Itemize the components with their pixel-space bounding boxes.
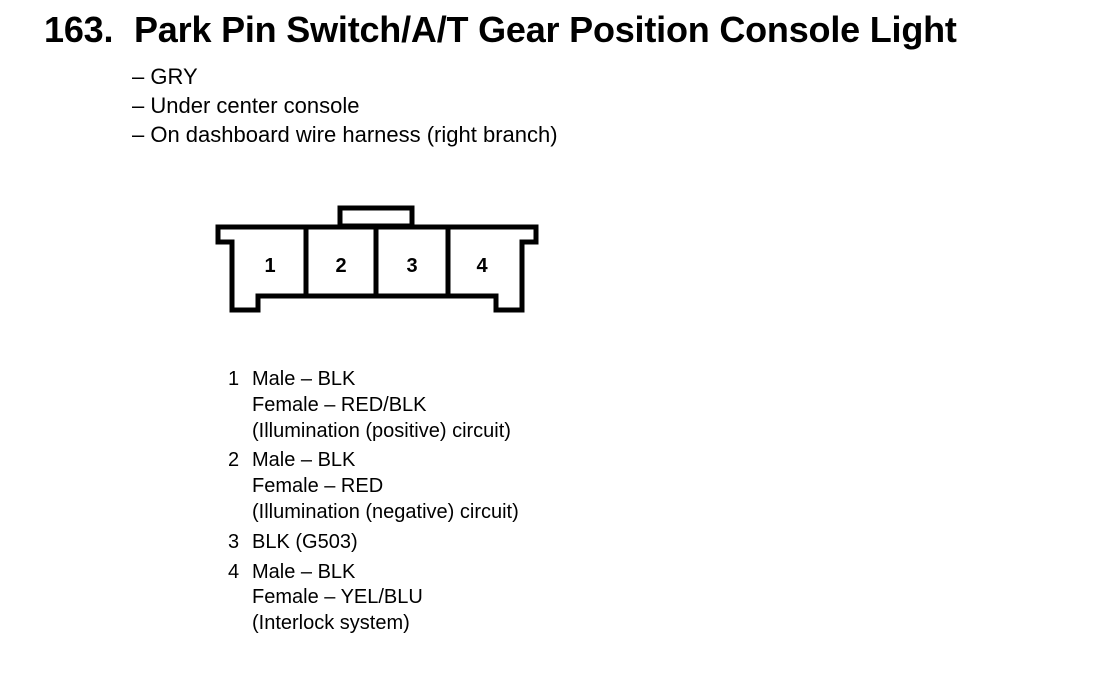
cavity-number-1: 1	[264, 255, 275, 277]
pin-line: Male – BLK	[252, 368, 356, 390]
cavity-number-3: 3	[406, 255, 417, 277]
title-text: Park Pin Switch/A/T Gear Position Consol…	[134, 9, 957, 50]
pin-line: BLK (G503)	[252, 530, 358, 553]
pin-line: Male – BLK	[252, 560, 356, 583]
pin-number: 2	[228, 449, 240, 472]
pin-number: 4	[228, 560, 240, 583]
pin-entry-1: 1 Male – BLK Female – RED/BLK (Illuminat…	[228, 367, 519, 444]
connector-info: – GRY – Under center console – On dashbo…	[132, 62, 558, 149]
title-number: 163.	[44, 9, 114, 50]
cavity-number-2: 2	[335, 255, 346, 277]
connector-diagram: 1 2 3 4	[215, 205, 539, 313]
connector-body	[215, 224, 539, 313]
info-location: – Under center console	[132, 93, 360, 118]
pin-line: Female – YEL/BLU	[252, 586, 423, 609]
pin-line: Female – RED	[252, 475, 384, 498]
pin-number: 3	[228, 530, 240, 553]
pin-line: Male – BLK	[252, 449, 356, 472]
pin-line: Female – RED/BLK	[252, 393, 427, 416]
info-color: – GRY	[132, 64, 198, 89]
pin-line: (Interlock system)	[252, 612, 410, 635]
pin-entry-3: 3 BLK (G503)	[228, 530, 519, 556]
cavity-number-4: 4	[476, 255, 488, 277]
connector-lock-tab	[337, 205, 415, 229]
pin-entry-4: 4 Male – BLK Female – YEL/BLU (Interlock…	[228, 560, 519, 637]
pin-line: (Illumination (positive) circuit)	[252, 419, 511, 442]
pin-line: (Illumination (negative) circuit)	[252, 500, 519, 523]
page-title: 163. Park Pin Switch/A/T Gear Position Co…	[44, 8, 957, 52]
pin-list: 1 Male – BLK Female – RED/BLK (Illuminat…	[228, 367, 519, 637]
info-harness: – On dashboard wire harness (right branc…	[132, 122, 558, 147]
pin-entry-2: 2 Male – BLK Female – RED (Illumination …	[228, 448, 519, 525]
pin-number: 1	[228, 368, 240, 390]
